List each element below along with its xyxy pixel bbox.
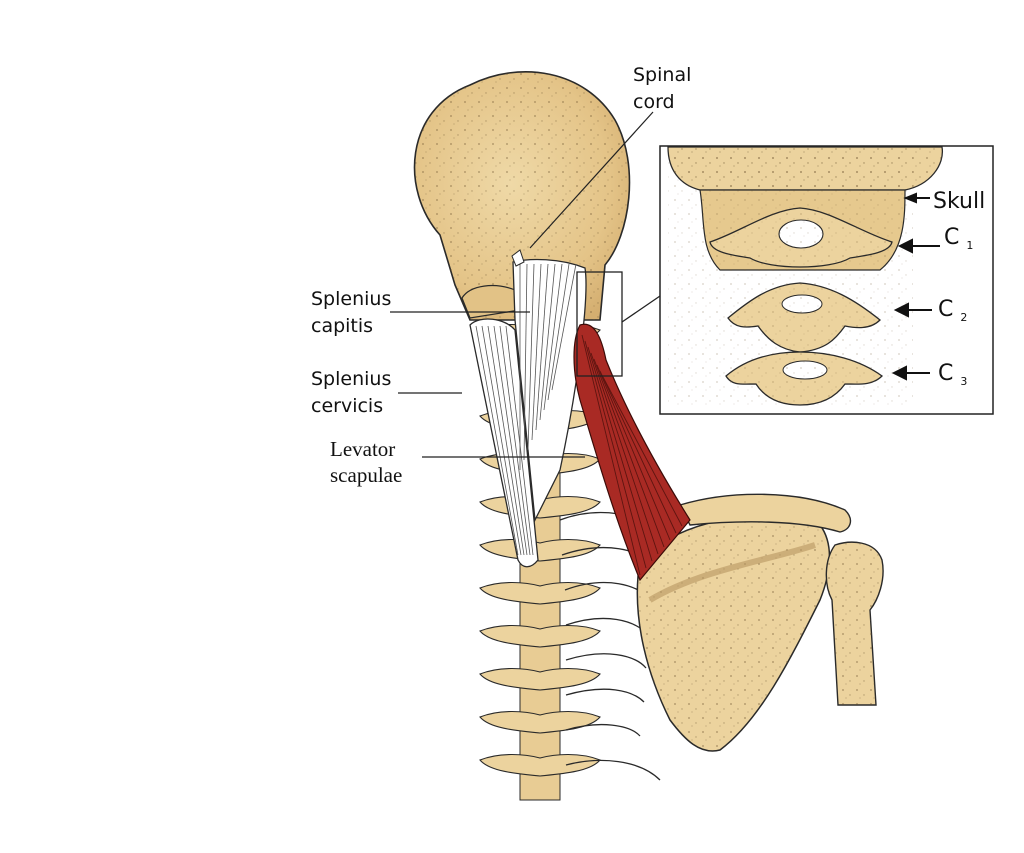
vertebra bbox=[480, 669, 600, 691]
vertebra bbox=[480, 755, 600, 777]
skull-label: Skull bbox=[933, 189, 985, 214]
vertebra bbox=[480, 626, 600, 648]
splenius-cervicis-label: Splenius cervicis bbox=[311, 368, 397, 417]
splenius-capitis-label: Splenius capitis bbox=[311, 288, 397, 337]
vertebra bbox=[480, 583, 600, 605]
levator-scapulae-label: Levator scapulae bbox=[330, 437, 402, 487]
scapula bbox=[637, 516, 829, 751]
inset-panel: Skull C 1 C 2 C 3 bbox=[660, 146, 993, 414]
vertebra bbox=[480, 712, 600, 734]
humerus bbox=[826, 542, 883, 705]
zoom-connector bbox=[622, 296, 660, 322]
spinal-cord-label: Spinal cord bbox=[633, 64, 697, 113]
